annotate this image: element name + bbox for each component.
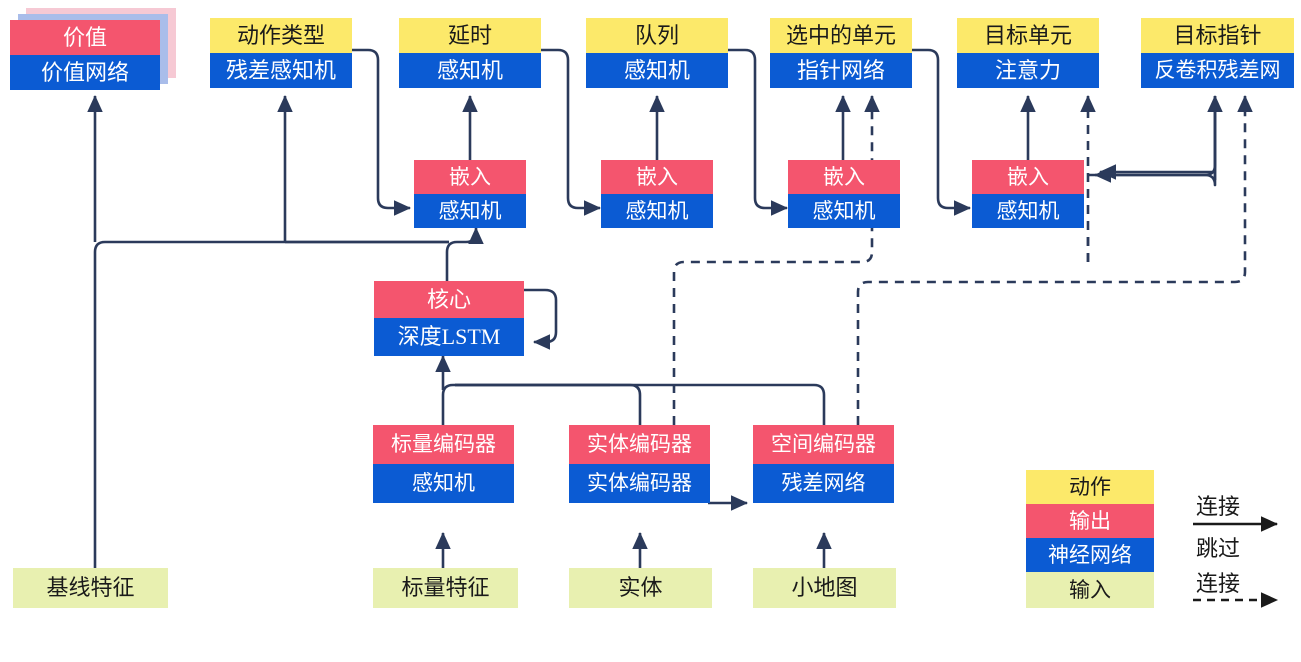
node-action-type[interactable]: 动作类型 残差感知机: [210, 18, 352, 88]
node-embed-4-bottom: 感知机: [972, 194, 1084, 228]
legend-skip-label-line2: 连接: [1196, 571, 1241, 596]
node-delay-bottom: 感知机: [399, 53, 541, 88]
legend-swatch-output: 输出: [1026, 504, 1154, 538]
node-action-type-top: 动作类型: [210, 18, 352, 53]
legend: 动作 输出 神经网络 输入: [1026, 470, 1154, 608]
node-target-point-top: 目标指针: [1141, 18, 1294, 53]
node-embed-2[interactable]: 嵌入 感知机: [601, 160, 713, 228]
node-queued-top: 队列: [586, 18, 728, 53]
legend-swatch-network: 神经网络: [1026, 538, 1154, 572]
node-scalar-encoder-top: 标量编码器: [373, 425, 514, 464]
node-scalar-encoder[interactable]: 标量编码器 感知机: [373, 425, 514, 503]
node-target-point-bottom: 反卷积残差网: [1141, 53, 1294, 88]
node-queued-bottom: 感知机: [586, 53, 728, 88]
node-scalar-encoder-bottom: 感知机: [373, 464, 514, 503]
node-value-top: 价值: [10, 20, 160, 55]
input-entities[interactable]: 实体: [569, 568, 712, 608]
node-delay-top: 延时: [399, 18, 541, 53]
node-selected-units-top: 选中的单元: [770, 18, 912, 53]
legend-swatch-input: 输入: [1026, 572, 1154, 608]
node-embed-1-top: 嵌入: [414, 160, 526, 194]
node-spatial-encoder-bottom: 残差网络: [753, 464, 894, 503]
node-embed-4-top: 嵌入: [972, 160, 1084, 194]
input-scalar-features-label: 标量特征: [373, 568, 518, 608]
legend-connection-label: 连接: [1196, 494, 1241, 519]
node-core[interactable]: 核心 深度LSTM: [374, 281, 524, 356]
node-embed-3-top: 嵌入: [788, 160, 900, 194]
node-embed-3-bottom: 感知机: [788, 194, 900, 228]
node-value-bottom: 价值网络: [10, 55, 160, 90]
node-value[interactable]: 价值 价值网络: [10, 20, 160, 90]
input-baseline-features[interactable]: 基线特征: [13, 568, 168, 608]
node-entity-encoder-top: 实体编码器: [569, 425, 710, 464]
node-delay[interactable]: 延时 感知机: [399, 18, 541, 88]
node-queued[interactable]: 队列 感知机: [586, 18, 728, 88]
node-embed-1-bottom: 感知机: [414, 194, 526, 228]
input-baseline-features-label: 基线特征: [13, 568, 168, 608]
node-entity-encoder-bottom: 实体编码器: [569, 464, 710, 503]
node-core-bottom: 深度LSTM: [374, 318, 524, 356]
legend-swatch-action: 动作: [1026, 470, 1154, 504]
input-scalar-features[interactable]: 标量特征: [373, 568, 518, 608]
legend-skip-label-line1: 跳过: [1196, 536, 1241, 561]
node-selected-units-bottom: 指针网络: [770, 53, 912, 88]
input-minimap[interactable]: 小地图: [753, 568, 896, 608]
node-entity-encoder[interactable]: 实体编码器 实体编码器: [569, 425, 710, 503]
node-spatial-encoder[interactable]: 空间编码器 残差网络: [753, 425, 894, 503]
node-embed-4[interactable]: 嵌入 感知机: [972, 160, 1084, 228]
node-action-type-bottom: 残差感知机: [210, 53, 352, 88]
node-target-point[interactable]: 目标指针 反卷积残差网: [1141, 18, 1294, 88]
node-target-unit[interactable]: 目标单元 注意力: [957, 18, 1099, 88]
node-target-unit-top: 目标单元: [957, 18, 1099, 53]
node-embed-3[interactable]: 嵌入 感知机: [788, 160, 900, 228]
node-selected-units[interactable]: 选中的单元 指针网络: [770, 18, 912, 88]
node-embed-1[interactable]: 嵌入 感知机: [414, 160, 526, 228]
node-embed-2-top: 嵌入: [601, 160, 713, 194]
node-embed-2-bottom: 感知机: [601, 194, 713, 228]
node-spatial-encoder-top: 空间编码器: [753, 425, 894, 464]
input-minimap-label: 小地图: [753, 568, 896, 608]
input-entities-label: 实体: [569, 568, 712, 608]
node-core-top: 核心: [374, 281, 524, 318]
node-target-unit-bottom: 注意力: [957, 53, 1099, 88]
